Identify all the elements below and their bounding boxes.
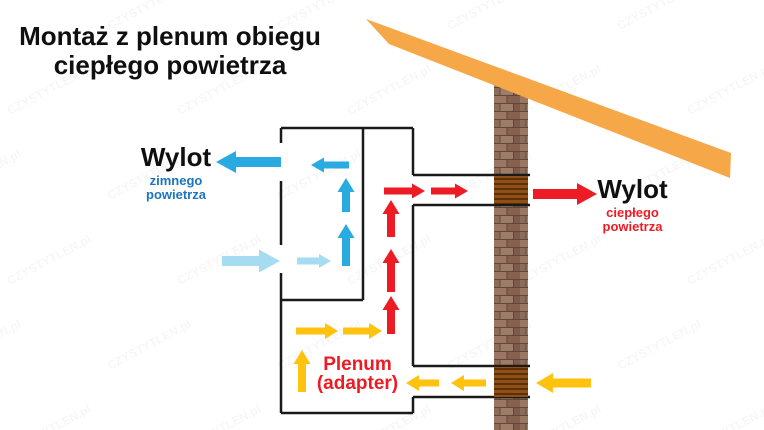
roof-beam bbox=[366, 19, 731, 178]
cold-outlet-sub2: powietrza bbox=[146, 187, 206, 202]
watermark-text: CZYSTYTLEN.pl bbox=[685, 62, 764, 118]
watermark-text: CZYSTYTLEN.pl bbox=[615, 0, 703, 33]
flow-arrow-warm-air-out-big bbox=[533, 183, 597, 205]
flow-arrow-return-left-1 bbox=[406, 375, 439, 391]
page-title-line2: ciepłego powietrza bbox=[53, 50, 287, 80]
flow-arrow-cold-air-out-big bbox=[216, 151, 281, 173]
flow-arrow-warm-air-up-3 bbox=[382, 296, 400, 334]
page-title: Montaż z plenum obiegu ciepłego powietrz… bbox=[0, 22, 340, 80]
plenum-label-line2: (adapter) bbox=[316, 373, 399, 394]
watermark-text: CZYSTYTLEN.pl bbox=[0, 147, 23, 203]
flow-arrow-warm-air-right-2 bbox=[431, 183, 468, 199]
watermark-text: CZYSTYTLEN.pl bbox=[345, 62, 433, 118]
flow-arrows bbox=[216, 151, 597, 393]
warm-outlet-label: Wylot ciepłego powietrza bbox=[575, 176, 690, 234]
wall-vent-lower bbox=[494, 367, 528, 397]
flow-arrow-return-in-big bbox=[536, 373, 591, 393]
watermark-text: CZYSTYTLEN.pl bbox=[615, 317, 703, 373]
flow-arrow-plenum-up bbox=[293, 350, 311, 392]
watermark-text: CZYSTYTLEN.pl bbox=[0, 317, 23, 373]
flow-arrow-return-left-2 bbox=[451, 375, 486, 391]
flow-arrow-warm-air-up-1 bbox=[382, 200, 400, 237]
warm-outlet-sub2: powietrza bbox=[602, 219, 663, 234]
flow-arrow-cold-air-up-1 bbox=[337, 178, 355, 212]
plenum-label-line1: Plenum bbox=[323, 354, 392, 375]
watermark-text: CZYSTYTLEN.pl bbox=[685, 402, 764, 430]
plenum-label: Plenum (adapter) bbox=[295, 355, 420, 393]
watermark-text: CZYSTYTLEN.pl bbox=[5, 232, 93, 288]
watermark-text: CZYSTYTLEN.pl bbox=[515, 232, 603, 288]
page-title-line1: Montaż z plenum obiegu bbox=[19, 21, 321, 51]
warm-outlet-sub1: ciepłego bbox=[606, 205, 659, 220]
warm-outlet-title: Wylot bbox=[597, 174, 668, 204]
cold-outlet-label: Wylot zimnego powietrza bbox=[112, 144, 240, 202]
flow-arrow-intake-air-big bbox=[222, 249, 280, 273]
wall-vent-upper bbox=[494, 176, 528, 204]
flow-arrow-warm-air-up-2 bbox=[382, 249, 400, 292]
cold-outlet-title: Wylot bbox=[140, 142, 212, 172]
cold-outlet-sub1: zimnego bbox=[149, 173, 203, 188]
watermark-text: CZYSTYTLEN.pl bbox=[105, 317, 193, 373]
flow-arrow-cold-air-up-2 bbox=[337, 224, 355, 266]
flow-arrow-plenum-right-2 bbox=[343, 323, 382, 339]
watermark-text: CZYSTYTLEN.pl bbox=[445, 0, 533, 33]
watermark-text: CZYSTYTLEN.pl bbox=[685, 232, 764, 288]
watermark-text: CZYSTYTLEN.pl bbox=[515, 402, 603, 430]
watermark-text: CZYSTYTLEN.pl bbox=[175, 402, 263, 430]
watermark-text: CZYSTYTLEN.pl bbox=[345, 402, 433, 430]
watermark-text: CZYSTYTLEN.pl bbox=[5, 402, 93, 430]
flow-arrow-warm-air-right-1 bbox=[384, 183, 425, 199]
flow-arrow-plenum-right-1 bbox=[296, 323, 338, 339]
flow-arrow-intake-air-small bbox=[297, 254, 331, 268]
flow-arrow-cold-air-left bbox=[311, 157, 349, 173]
